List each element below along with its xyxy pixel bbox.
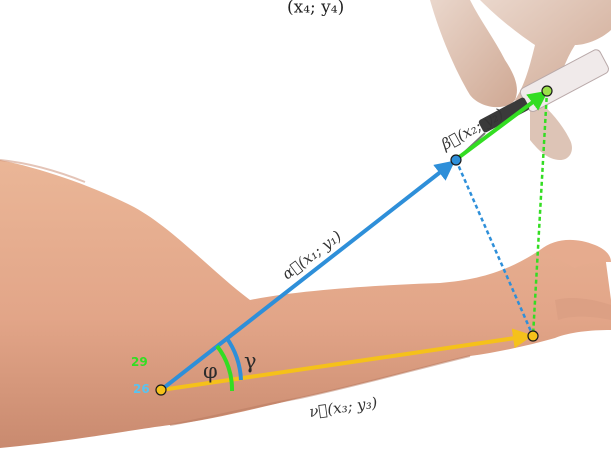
alpha-end-point <box>451 155 461 165</box>
origin-point <box>156 385 166 395</box>
nu-end-point <box>528 331 538 341</box>
angle-gamma-label: γ <box>244 349 257 373</box>
vector-nu-label: ν⃗(x₃; y₃) <box>308 394 379 421</box>
angle-value-29: 29 <box>131 355 148 369</box>
beta-end-point <box>542 86 552 96</box>
top-cropped-label: (x₄; y₄) <box>287 0 344 18</box>
angle-value-26: 26 <box>133 382 150 396</box>
angle-phi-label: φ <box>203 359 218 383</box>
